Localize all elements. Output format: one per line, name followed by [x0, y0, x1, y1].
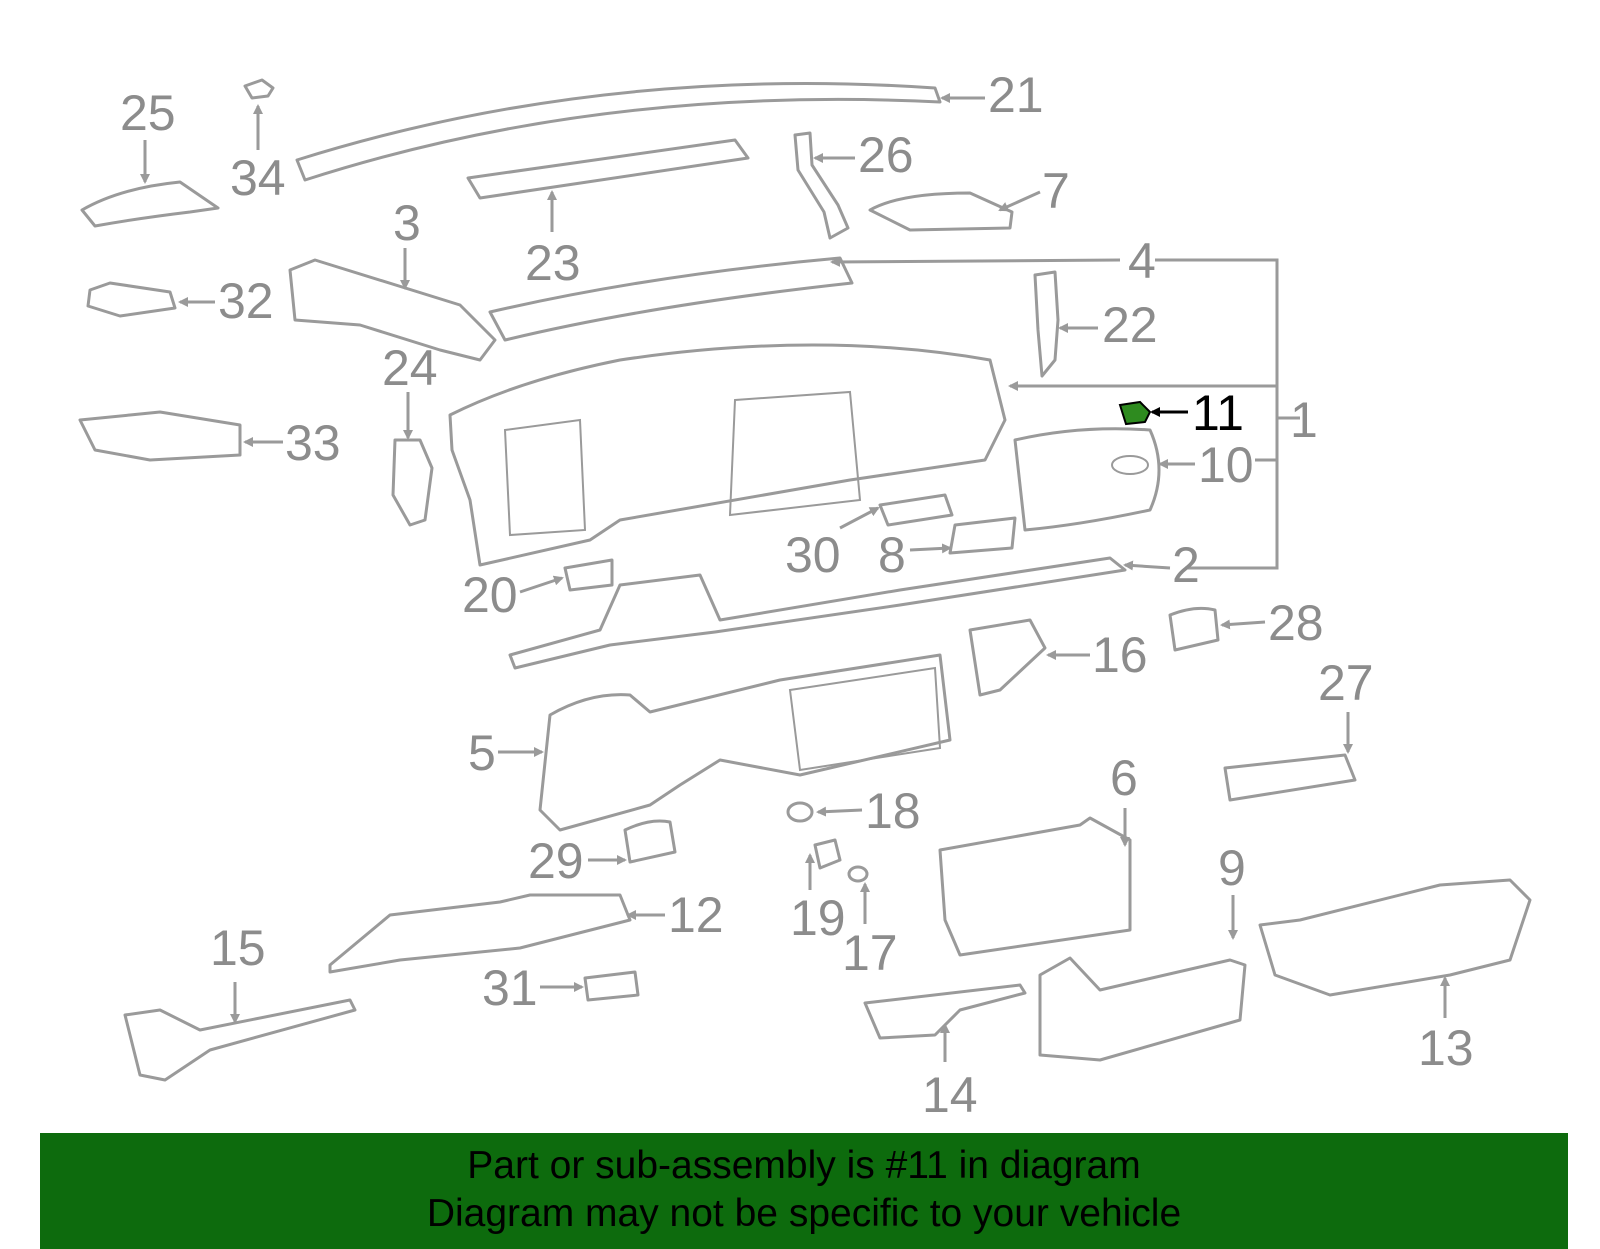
- part-13-shape: [1258, 878, 1532, 997]
- label-part-32: 32: [218, 273, 274, 329]
- part-25-shape: [80, 180, 220, 228]
- label-part-5: 5: [468, 725, 496, 781]
- label-part-22: 22: [1102, 297, 1158, 353]
- part-16-shape: [968, 618, 1047, 697]
- part-34-shape: [243, 78, 275, 100]
- part-4-shape: [488, 256, 854, 342]
- part-17-shape: [847, 865, 869, 883]
- part-29-shape: [623, 819, 677, 864]
- part-14-shape: [863, 983, 1027, 1040]
- parts-diagram: 21 25 34 26 7 23 3 4 32 22 24 11 1 33 10…: [78, 67, 1532, 1123]
- label-part-10: 10: [1198, 437, 1254, 493]
- part-labels: 21 25 34 26 7 23 3 4 32 22 24 11 1 33 10…: [120, 67, 1474, 1123]
- label-part-12: 12: [668, 887, 724, 943]
- part-12-shape: [328, 893, 632, 974]
- label-part-24: 24: [382, 340, 438, 396]
- part-9-shape: [1038, 956, 1247, 1062]
- label-part-7: 7: [1042, 163, 1070, 219]
- banner-disclaimer: Diagram may not be specific to your vehi…: [426, 1192, 1182, 1235]
- part-27-shape: [1223, 753, 1357, 802]
- label-part-27: 27: [1318, 655, 1374, 711]
- part-11-shape: [1118, 400, 1152, 426]
- banner-part-message: Part or sub-assembly is #11 in diagram: [467, 1144, 1141, 1187]
- label-part-14: 14: [922, 1067, 978, 1123]
- label-part-21: 21: [988, 67, 1044, 123]
- part-24-shape: [391, 438, 434, 527]
- part-10-shape: [1013, 427, 1161, 532]
- part-26-shape: [793, 131, 850, 240]
- label-part-1: 1: [1290, 392, 1318, 448]
- part-7-shape: [868, 191, 1014, 232]
- part-30-shape: [878, 493, 954, 527]
- part-23-shape: [466, 138, 750, 200]
- label-part-29: 29: [528, 833, 584, 889]
- label-part-25: 25: [120, 85, 176, 141]
- label-part-18: 18: [865, 783, 921, 839]
- label-part-23: 23: [525, 235, 581, 291]
- label-part-9: 9: [1218, 840, 1246, 896]
- label-part-4: 4: [1128, 233, 1156, 289]
- label-part-34: 34: [230, 150, 286, 206]
- part-31-shape: [583, 970, 640, 1002]
- label-part-17: 17: [842, 925, 898, 981]
- part-22-shape: [1033, 270, 1060, 378]
- label-part-33: 33: [285, 415, 341, 471]
- part-20-shape: [563, 558, 614, 592]
- label-part-30: 30: [785, 527, 841, 583]
- part-6-shape: [938, 816, 1132, 957]
- part-15-shape: [123, 998, 357, 1082]
- part-5-shape: [538, 653, 952, 832]
- label-part-6: 6: [1110, 750, 1138, 806]
- part-32-shape: [86, 281, 177, 318]
- label-part-8: 8: [878, 527, 906, 583]
- label-part-11: 11: [1192, 385, 1244, 441]
- part-3-shape: [288, 258, 497, 362]
- label-part-16: 16: [1092, 627, 1148, 683]
- label-part-26: 26: [858, 127, 914, 183]
- label-part-20: 20: [462, 567, 518, 623]
- part-28-shape: [1168, 606, 1220, 652]
- part-33-shape: [78, 410, 242, 462]
- label-part-15: 15: [210, 920, 266, 976]
- part-2-shape: [508, 556, 1127, 670]
- part-1-bracket: [1008, 258, 1300, 570]
- part-1-shape: [448, 343, 1007, 567]
- leader-lines: [140, 93, 1450, 1062]
- label-part-19: 19: [790, 890, 846, 946]
- part-21-shape: [295, 82, 942, 182]
- label-part-28: 28: [1268, 595, 1324, 651]
- label-part-13: 13: [1418, 1020, 1474, 1076]
- part-18-shape: [786, 801, 814, 823]
- label-part-3: 3: [393, 195, 421, 251]
- label-part-2: 2: [1172, 537, 1200, 593]
- info-banner: Part or sub-assembly is #11 in diagram D…: [40, 1133, 1568, 1249]
- part-8-shape: [948, 516, 1017, 555]
- label-part-31: 31: [482, 960, 538, 1016]
- part-19-shape: [813, 838, 842, 870]
